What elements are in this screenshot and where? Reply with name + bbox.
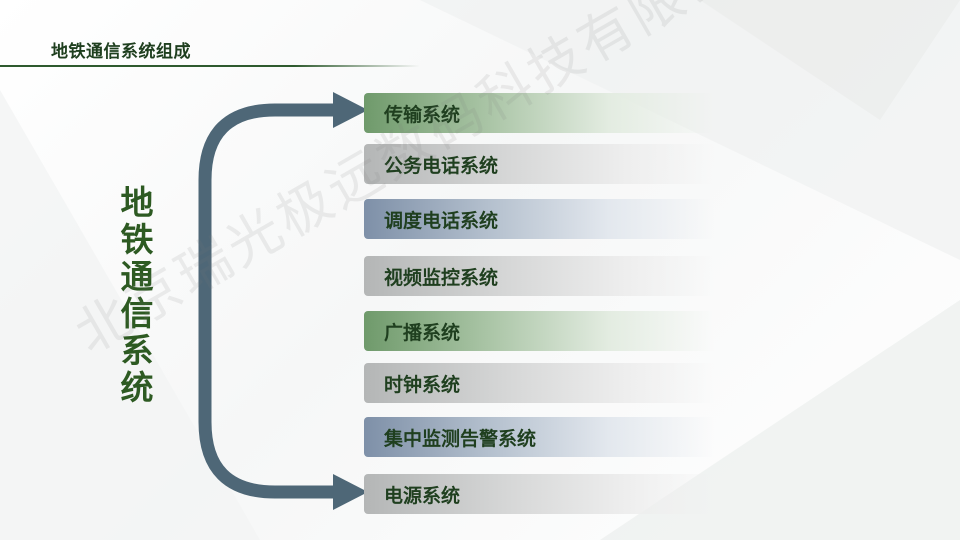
list-item-office-phone[interactable]: 公务电话系统 bbox=[364, 144, 714, 184]
list-item-label: 视频监控系统 bbox=[384, 266, 499, 289]
list-item-clock[interactable]: 时钟系统 bbox=[364, 363, 714, 403]
list-item-label: 公务电话系统 bbox=[384, 154, 499, 177]
title-underline bbox=[0, 65, 420, 67]
list-item-power[interactable]: 电源系统 bbox=[364, 474, 714, 514]
list-item-label: 电源系统 bbox=[384, 484, 461, 507]
page-title: 地铁通信系统组成 bbox=[51, 42, 191, 62]
list-item-monitoring-alarm[interactable]: 集中监测告警系统 bbox=[364, 417, 714, 457]
list-item-label: 时钟系统 bbox=[384, 373, 461, 396]
list-item-label: 传输系统 bbox=[384, 103, 461, 126]
list-item-video-surveillance[interactable]: 视频监控系统 bbox=[364, 256, 714, 296]
list-item-dispatch-phone[interactable]: 调度电话系统 bbox=[364, 199, 714, 239]
list-item-label: 调度电话系统 bbox=[384, 209, 499, 232]
list-item-broadcast[interactable]: 广播系统 bbox=[364, 311, 714, 351]
list-item-label: 广播系统 bbox=[384, 321, 461, 344]
arrow-head-bottom bbox=[333, 474, 368, 510]
list-item-label: 集中监测告警系统 bbox=[384, 427, 537, 450]
arrow-head-top bbox=[333, 92, 368, 128]
system-list: 传输系统 公务电话系统 调度电话系统 视频监控系统 广播系统 时钟系统 集中监测… bbox=[364, 0, 724, 540]
vertical-title: 地 铁 通 信 系 统 bbox=[120, 183, 154, 407]
list-item-transmission[interactable]: 传输系统 bbox=[364, 93, 714, 133]
